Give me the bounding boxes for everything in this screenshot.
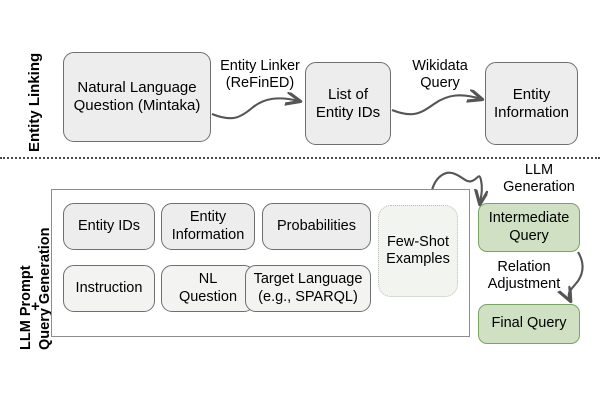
node-final-query: Final Query (478, 304, 580, 344)
node-probabilities: Probabilities (262, 203, 371, 250)
node-intermediate-query: Intermediate Query (478, 203, 580, 252)
edge-label-llm-generation: LLM Generation (503, 162, 575, 195)
edge-label-wikidata-query: Wikidata Query (412, 58, 468, 91)
edge-label-entity-linker: Entity Linker (ReFinED) (220, 58, 300, 91)
node-entity-information: Entity Information (485, 62, 578, 145)
node-list-of-entity-ids: List of Entity IDs (305, 62, 391, 145)
node-nl-question: NL Question (161, 265, 255, 312)
node-prompt-entity-information: Entity Information (161, 203, 255, 250)
edge-label-relation-adjustment: Relation Adjustment (487, 259, 561, 292)
node-few-shot-examples: Few-Shot Examples (378, 205, 458, 297)
node-natural-language-question: Natural Language Question (Mintaka) (63, 52, 211, 142)
section-label-plus: + (31, 298, 40, 315)
arrow-wikidata-query (391, 95, 481, 116)
node-instruction: Instruction (63, 265, 155, 312)
node-target-language: Target Language (e.g., SPARQL) (245, 265, 371, 312)
arrow-entity-linker (211, 98, 299, 120)
section-label-entity-linking: Entity Linking (26, 52, 43, 152)
node-entity-ids: Entity IDs (63, 203, 155, 250)
prompt-container (51, 189, 470, 337)
section-divider (0, 157, 600, 159)
